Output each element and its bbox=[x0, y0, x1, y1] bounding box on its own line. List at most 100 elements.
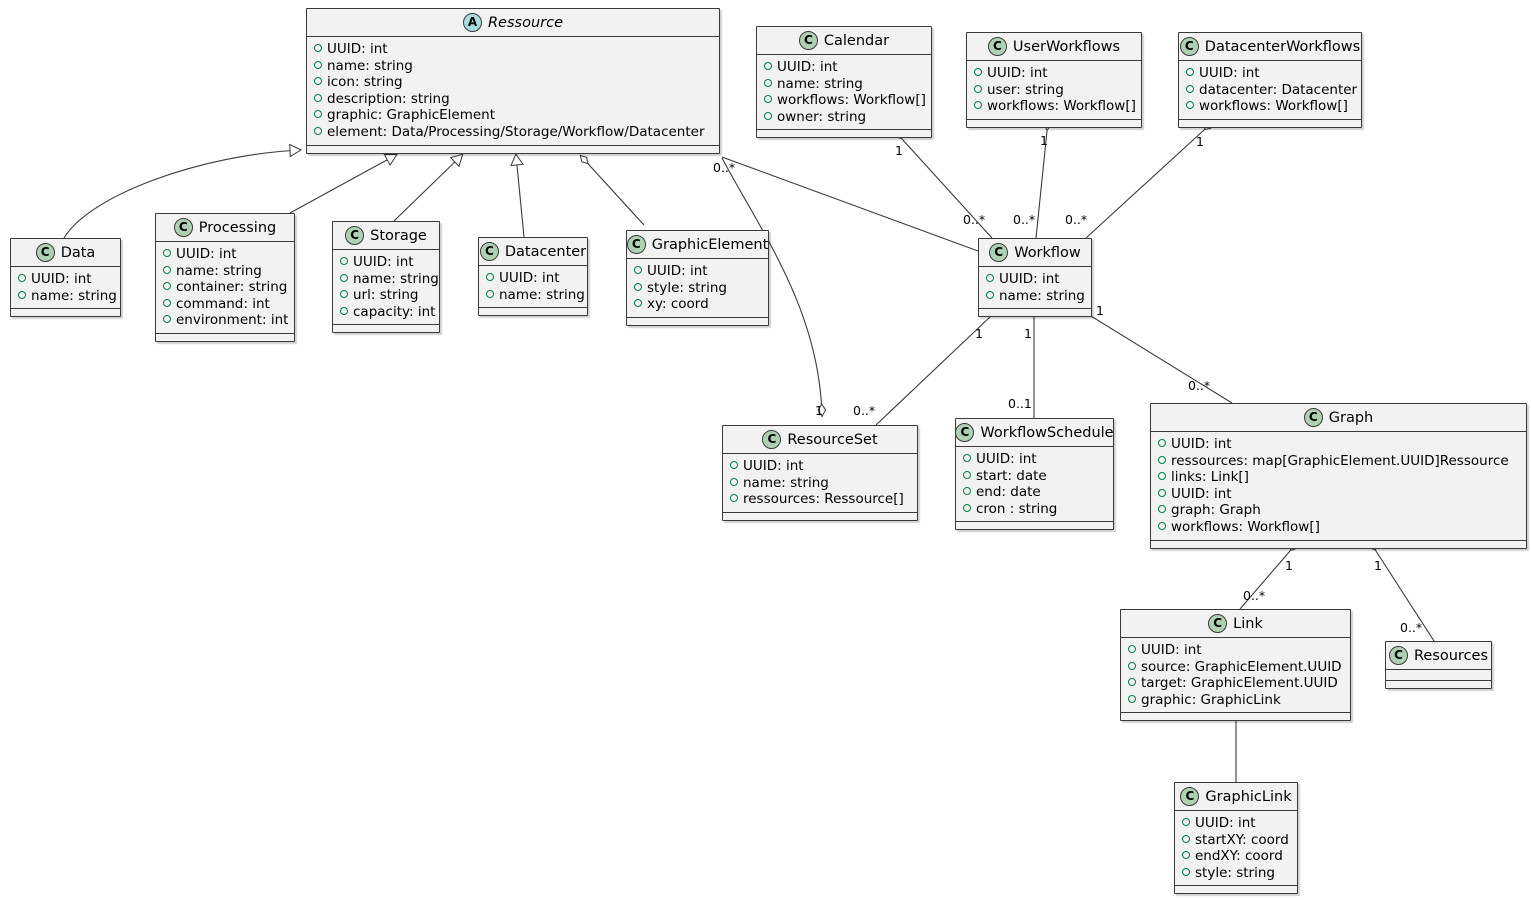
attribute-label: start: date bbox=[976, 467, 1047, 484]
attribute-label: UUID: int bbox=[987, 65, 1048, 81]
class-methods-section bbox=[627, 317, 768, 325]
attribute-label: icon: string bbox=[327, 74, 403, 91]
attribute-row: element: Data/Processing/Storage/Workflo… bbox=[314, 124, 713, 141]
abstract-class-icon: A bbox=[462, 13, 482, 32]
attribute-row: links: Link[] bbox=[1158, 469, 1520, 486]
public-visibility-icon bbox=[1128, 645, 1136, 653]
public-visibility-icon bbox=[1182, 834, 1190, 843]
attribute-label: name: string bbox=[353, 270, 439, 287]
multiplicity-label: 1 bbox=[1374, 558, 1382, 573]
public-visibility-icon bbox=[730, 477, 738, 486]
multiplicity-label: 1 bbox=[895, 143, 903, 158]
public-visibility-icon bbox=[340, 273, 348, 282]
attribute-row: source: GraphicElement.UUID bbox=[1128, 659, 1344, 676]
public-visibility-icon bbox=[1158, 488, 1166, 497]
class-methods-section bbox=[1121, 713, 1350, 721]
class-title-storage: Storage bbox=[370, 227, 427, 244]
class-title-workflow: Workflow bbox=[1014, 244, 1081, 261]
attribute-row: graph: Graph bbox=[1158, 502, 1520, 519]
attribute-label: capacity: int bbox=[353, 303, 436, 320]
class-title-ressource: Ressource bbox=[487, 14, 564, 31]
class-header-storage: C Storage bbox=[333, 222, 439, 250]
attribute-label: source: GraphicElement.UUID bbox=[1141, 658, 1342, 675]
public-visibility-icon bbox=[1186, 101, 1194, 110]
class-header-ressource: A Ressource bbox=[307, 9, 719, 37]
public-visibility-icon bbox=[1158, 521, 1166, 530]
class-title-graphicelement: GraphicElement bbox=[651, 236, 769, 253]
class-icon: C bbox=[1180, 787, 1200, 806]
multiplicity-label: 0..* bbox=[1243, 588, 1266, 603]
attribute-row: UUID: int bbox=[1158, 486, 1520, 503]
attribute-label: workflows: Workflow[] bbox=[1171, 518, 1320, 535]
class-title-datacenter: Datacenter bbox=[504, 243, 587, 260]
public-visibility-icon bbox=[764, 62, 772, 70]
public-visibility-icon bbox=[764, 78, 772, 87]
attribute-label: name: string bbox=[176, 262, 262, 279]
class-icon: C bbox=[345, 226, 365, 245]
attribute-label: environment: int bbox=[176, 312, 289, 329]
public-visibility-icon bbox=[963, 454, 971, 462]
attribute-label: UUID: int bbox=[31, 271, 92, 287]
class-icon: C bbox=[762, 430, 782, 449]
class-title-calendar: Calendar bbox=[823, 32, 890, 49]
class-methods-section bbox=[1175, 886, 1297, 894]
attribute-row: UUID: int bbox=[764, 59, 925, 76]
attribute-label: description: string bbox=[327, 90, 450, 107]
attribute-label: graphic: GraphicElement bbox=[327, 107, 496, 124]
multiplicity-label: 0..* bbox=[853, 403, 876, 418]
multiplicity-label: 0..* bbox=[1013, 212, 1036, 227]
public-visibility-icon bbox=[1128, 694, 1136, 703]
attribute-row: name: string bbox=[18, 288, 117, 305]
class-icon: C bbox=[1179, 37, 1199, 56]
public-visibility-icon bbox=[963, 503, 971, 512]
public-visibility-icon bbox=[986, 290, 994, 299]
attribute-row: capacity: int bbox=[340, 303, 436, 321]
public-visibility-icon bbox=[18, 274, 26, 282]
public-visibility-icon bbox=[634, 299, 642, 308]
attribute-row: UUID: int bbox=[986, 271, 1085, 288]
attribute-label: UUID: int bbox=[1195, 815, 1256, 831]
multiplicity-label: 1 bbox=[1040, 133, 1048, 148]
attribute-row: end: date bbox=[963, 484, 1107, 501]
public-visibility-icon bbox=[163, 298, 171, 307]
multiplicity-label: 0..* bbox=[713, 160, 736, 175]
attribute-label: style: string bbox=[1195, 864, 1275, 881]
class-methods-section bbox=[333, 325, 439, 333]
attribute-label: url: string bbox=[353, 287, 419, 304]
class-icon: C bbox=[1388, 646, 1408, 665]
class-attributes-resources bbox=[1386, 670, 1491, 681]
attribute-label: command: int bbox=[176, 295, 270, 312]
public-visibility-icon bbox=[1186, 68, 1194, 76]
class-icon: C bbox=[173, 218, 193, 237]
class-icon: C bbox=[1303, 408, 1323, 427]
attribute-row: graphic: GraphicElement bbox=[314, 107, 713, 124]
attribute-row: endXY: coord bbox=[1182, 848, 1291, 865]
attribute-label: links: Link[] bbox=[1171, 469, 1249, 486]
attribute-label: UUID: int bbox=[327, 41, 388, 57]
multiplicity-label: 1 bbox=[1285, 558, 1293, 573]
attribute-row: graphic: GraphicLink bbox=[1128, 692, 1344, 709]
public-visibility-icon bbox=[986, 274, 994, 282]
class-methods-section bbox=[979, 309, 1091, 317]
